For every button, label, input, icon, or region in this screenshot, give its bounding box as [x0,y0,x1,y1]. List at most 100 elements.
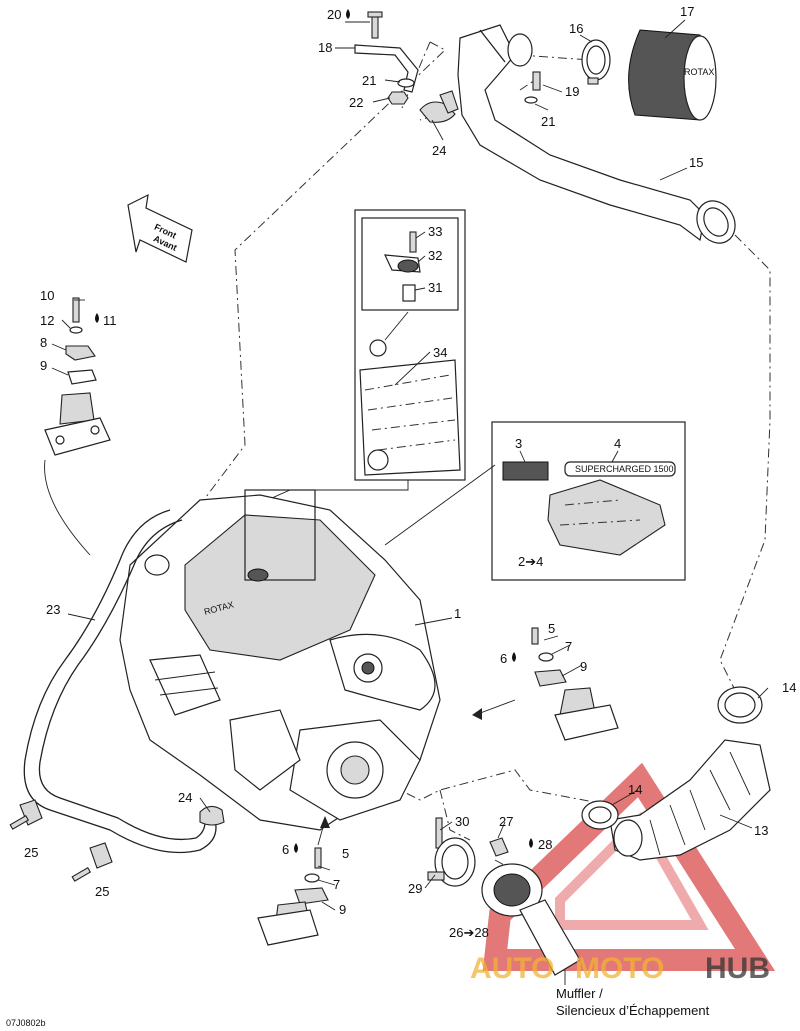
callout-9a: 9 [40,358,47,373]
callout-5a: 5 [548,621,555,636]
callout-6b: 6 [282,842,289,857]
callout-4: 4 [614,436,621,451]
callout-25a: 25 [24,845,38,860]
callout-23: 23 [46,602,60,617]
callout-29: 29 [408,881,422,896]
engine-mount-right [472,627,619,741]
washer-7 [538,652,554,662]
bolt-30 [435,817,443,849]
washer-7b [304,873,320,883]
bolt-19 [532,71,541,91]
engine-mount-left [44,297,111,456]
washer-21 [397,78,415,88]
screw-33 [409,231,417,253]
callout-11: 11 [103,313,117,328]
callout-28: 28 [538,837,552,852]
callout-24b: 24 [178,790,192,805]
decal-4-text: SUPERCHARGED 1500 [575,464,674,474]
duct-inlet-ring [507,33,533,67]
watermark-hub: HUB [705,952,770,985]
callout-14b: 14 [628,782,642,797]
diagram-code: 07J0802b [6,1018,46,1028]
callout-10: 10 [40,288,54,303]
clamp-24-lower [199,805,225,826]
callout-26-28: 26➔28 [449,925,489,940]
callout-17: 17 [680,4,694,19]
drop-icon [346,9,350,19]
engine-mount-lower [257,816,330,946]
callout-7a: 7 [565,639,572,654]
oil-cap [247,568,269,582]
callout-15: 15 [689,155,703,170]
callout-32: 32 [428,248,442,263]
callout-20: 20 [327,7,341,22]
callout-7b: 7 [333,877,340,892]
watermark-moto: MOTO [575,952,664,985]
decal-4 [564,461,676,477]
watermark-text: AUTO MOTO HUB [470,952,770,985]
callout-5b: 5 [342,846,349,861]
intake-elbow [329,633,436,711]
cover-2 [547,479,666,556]
callout-31: 31 [428,280,442,295]
flex-duct [581,686,771,861]
callout-3: 3 [515,436,522,451]
callout-12: 12 [40,313,54,328]
bracket-assembly [354,11,419,105]
drop-icon [95,313,99,323]
callout-6a: 6 [500,651,507,666]
filter-assembly: ROTAX [524,29,717,121]
bolt-5b [314,847,322,869]
decal-3 [502,461,549,481]
callout-27: 27 [499,814,513,829]
engine-cover [184,514,376,661]
front-direction-arrow: Front Avant [127,193,193,263]
callout-1: 1 [454,606,461,621]
callout-2-4: 2➔4 [518,554,543,569]
callout-21a: 21 [362,73,376,88]
callout-22: 22 [349,95,363,110]
exhaust-assembly [427,817,581,985]
callout-13: 13 [754,823,768,838]
fill-cap [144,554,170,576]
muffler-label-line1: Muffler / [556,986,603,1001]
decal-detail-box: SUPERCHARGED 1500 [384,421,686,581]
bolt-10 [72,297,80,323]
callout-9c: 9 [339,902,346,917]
callout-18: 18 [318,40,332,55]
bolt-20 [371,13,379,39]
plate-9 [534,669,567,687]
spacer-9 [67,369,97,385]
nut-22 [387,91,409,105]
callout-16: 16 [569,21,583,36]
plate-9b [294,887,329,905]
muffler-label-line2: Silencieux d’Échappement [556,1003,710,1018]
coolant-hose [9,459,225,882]
callout-21b: 21 [541,114,555,129]
drop-icon [512,652,516,662]
callout-8: 8 [40,335,47,350]
callout-33: 33 [428,224,442,239]
drop-icon [294,843,298,853]
callout-34: 34 [433,345,447,360]
callout-30: 30 [455,814,469,829]
clamp-25-b [89,842,113,869]
engine-block: ROTAX [119,489,441,831]
washer-21b [524,96,538,104]
washer-12 [69,326,83,334]
callout-9b: 9 [580,659,587,674]
rubber-mount [59,392,95,425]
callout-19: 19 [565,84,579,99]
callout-25b: 25 [95,884,109,899]
leader-lines [51,19,769,911]
spacer-31 [402,284,416,302]
air-intake-duct [419,24,736,244]
callout-24a: 24 [432,143,446,158]
drop-icon [529,838,533,848]
plate-8 [65,345,96,361]
inset-detail-box [244,209,466,511]
fitting-27 [489,837,509,857]
filter-brand-text: ROTAX [684,67,714,77]
bracket-18 [354,44,419,93]
